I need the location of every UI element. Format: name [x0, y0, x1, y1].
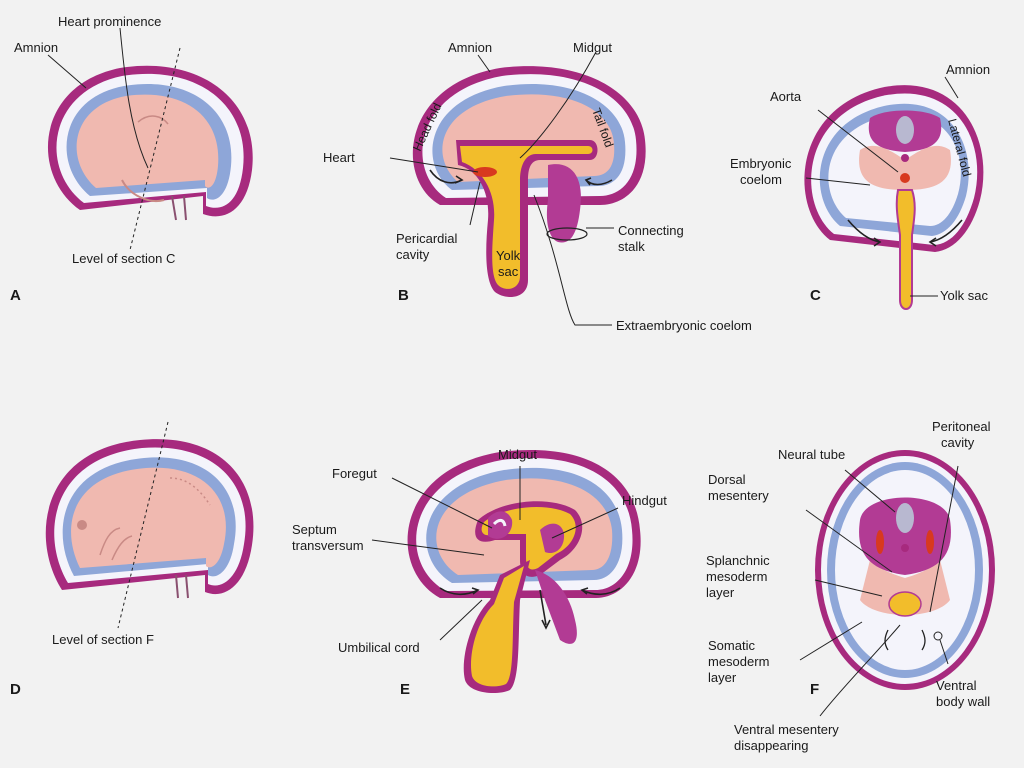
amnion-label-b: Amnion — [448, 40, 492, 55]
panel-letter-a: A — [10, 287, 21, 304]
panel-letter-b: B — [398, 287, 409, 304]
amnion-label-a: Amnion — [14, 40, 58, 55]
aorta-label-c: Aorta — [770, 89, 802, 104]
extraembryonic-coelom-label: Extraembryonic coelom — [616, 318, 752, 333]
connecting-stalk-b — [546, 164, 581, 243]
panel-d: Level of section F D — [10, 421, 254, 698]
heart-b — [473, 167, 497, 177]
midgut-label-b: Midgut — [573, 40, 612, 55]
neural-tube-label: Neural tube — [778, 447, 845, 462]
panel-a-embryo — [47, 65, 253, 221]
panel-b-embryo — [412, 66, 646, 297]
neural-tube-c — [896, 116, 914, 144]
level-of-section-f-label: Level of section F — [52, 632, 154, 647]
panel-d-embryo — [45, 439, 254, 599]
panel-c-section — [804, 85, 984, 310]
umbilical-cord-label: Umbilical cord — [338, 640, 420, 655]
panel-letter-e: E — [400, 681, 410, 698]
foregut-label: Foregut — [332, 466, 377, 481]
neural-tube-f — [896, 503, 914, 533]
gut-f — [888, 591, 922, 617]
panel-letter-c: C — [810, 287, 821, 304]
level-of-section-c-label: Level of section C — [72, 251, 175, 266]
panel-e-embryo — [407, 450, 641, 693]
yolk-sac-c — [895, 189, 916, 310]
panel-b: Amnion Midgut Head fold Tail fold Heart … — [323, 40, 752, 333]
panel-f-section — [815, 450, 995, 690]
aorta-c — [900, 173, 910, 183]
amnion-label-c: Amnion — [946, 62, 990, 77]
heart-prominence-label: Heart prominence — [58, 14, 161, 29]
midgut-label-e: Midgut — [498, 447, 537, 462]
umbilical-cord-e — [535, 570, 577, 644]
panel-letter-d: D — [10, 681, 21, 698]
hindgut-label: Hindgut — [622, 493, 667, 508]
panel-letter-f: F — [810, 681, 819, 698]
yolk-sac-e — [470, 566, 524, 687]
level-of-section-f-line — [117, 421, 169, 629]
level-of-section-c-line — [129, 47, 181, 251]
yolk-sac-label-c: Yolk sac — [940, 288, 988, 303]
heart-label-b: Heart — [323, 150, 355, 165]
panel-a: Heart prominence Amnion Level of section… — [10, 14, 253, 304]
